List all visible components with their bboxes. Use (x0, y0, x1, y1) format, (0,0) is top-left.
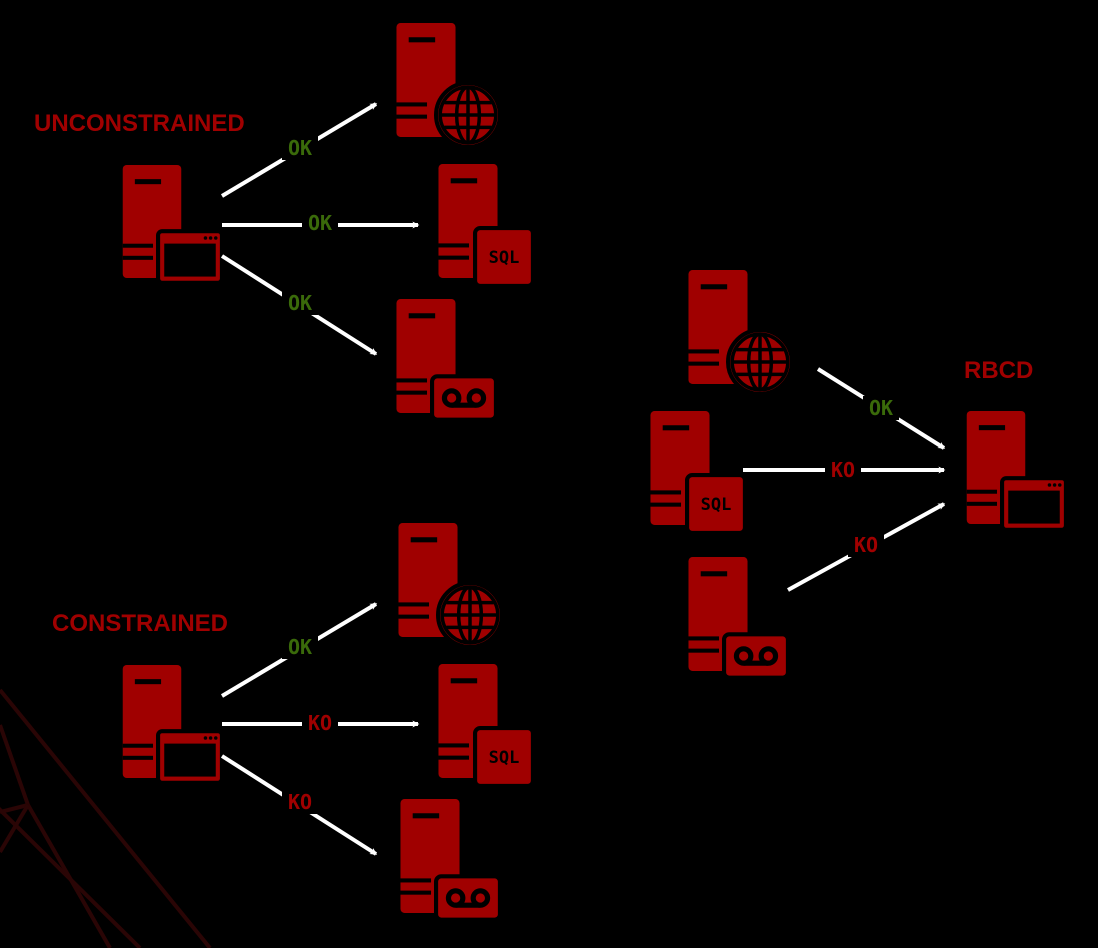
edge-label-unconstrained-sql: OK (308, 211, 332, 235)
sql-badge-text: SQL (489, 748, 520, 768)
section-title-unconstrained: UNCONSTRAINED (34, 110, 245, 137)
edge-label-unconstrained-voicemail: OK (288, 291, 312, 315)
section-title-constrained: CONSTRAINED (52, 610, 228, 637)
edge-label-unconstrained-web: OK (288, 136, 312, 160)
rbcd-source-voicemail (688, 557, 787, 678)
server-voicemail-icon (396, 299, 495, 420)
constrained-source-server (122, 665, 222, 783)
server-sql-icon: SQL (438, 664, 532, 786)
server-app-window-icon (966, 411, 1066, 530)
sql-badge-text: SQL (489, 248, 520, 268)
rbcd-source-web (688, 270, 791, 394)
constrained-target-web (398, 523, 501, 647)
server-globe-icon (396, 23, 499, 147)
unconstrained-target-web (396, 23, 499, 147)
server-app-window-icon (122, 665, 222, 783)
edge-label-rbcd-web: OK (869, 396, 893, 420)
unconstrained-target-voicemail (396, 299, 495, 420)
edge-labels: OK OK OK OK KO KO OK KO KO (282, 136, 899, 814)
section-title-rbcd: RBCD (964, 357, 1033, 384)
server-voicemail-icon (400, 799, 499, 920)
unconstrained-source-server (122, 165, 222, 283)
edge-label-rbcd-voicemail: KO (854, 533, 878, 557)
rbcd-source-sql: SQL (650, 411, 744, 533)
sql-badge-text: SQL (701, 495, 732, 515)
rbcd-target-server (966, 411, 1066, 530)
server-globe-icon (398, 523, 501, 647)
decorative-lines (0, 688, 212, 948)
edge-label-constrained-voicemail: KO (288, 790, 312, 814)
constrained-target-voicemail (400, 799, 499, 920)
server-voicemail-icon (688, 557, 787, 678)
unconstrained-target-sql: SQL (438, 164, 532, 286)
server-app-window-icon (122, 165, 222, 283)
constrained-target-sql: SQL (438, 664, 532, 786)
server-sql-icon: SQL (650, 411, 744, 533)
edge-label-rbcd-sql: KO (831, 458, 855, 482)
edge-label-constrained-sql: KO (308, 711, 332, 735)
server-sql-icon: SQL (438, 164, 532, 286)
edge-label-constrained-web: OK (288, 635, 312, 659)
server-globe-icon (688, 270, 791, 394)
